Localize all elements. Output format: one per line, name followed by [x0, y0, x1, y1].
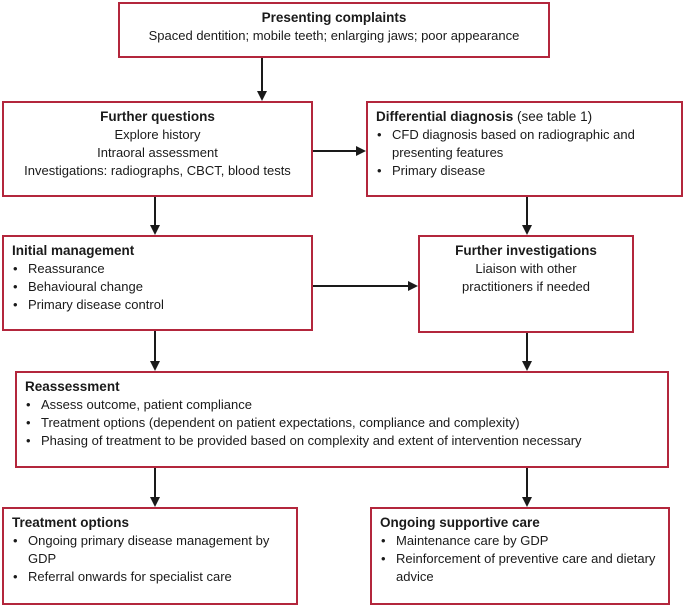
further-questions-title: Further questions [100, 109, 215, 124]
list-item: Assess outcome, patient compliance [25, 396, 659, 414]
initial-management-list: Reassurance Behavioural change Primary d… [12, 260, 303, 314]
further-questions-line: Explore history [114, 127, 201, 142]
list-item: Reassurance [12, 260, 303, 278]
list-item: Phasing of treatment to be provided base… [25, 432, 659, 450]
further-investigations-line: practitioners if needed [462, 279, 590, 294]
treatment-options-list: Ongoing primary disease management by GD… [12, 532, 288, 586]
list-item: Referral onwards for specialist care [12, 568, 288, 586]
list-item: Maintenance care by GDP [380, 532, 660, 550]
further-investigations-line: Liaison with other [475, 261, 577, 276]
initial-management-title: Initial management [12, 243, 135, 258]
further-questions-line: Intraoral assessment [97, 145, 218, 160]
presenting-complaints-text: Spaced dentition; mobile teeth; enlargin… [148, 28, 520, 43]
differential-diagnosis-table-ref: (see table 1) [513, 109, 593, 124]
supportive-care-title: Ongoing supportive care [380, 515, 540, 530]
list-item: Treatment options (dependent on patient … [25, 414, 659, 432]
reassessment-box: Reassessment Assess outcome, patient com… [15, 371, 669, 468]
further-investigations-box: Further investigations Liaison with othe… [418, 235, 634, 333]
supportive-care-list: Maintenance care by GDP Reinforcement of… [380, 532, 660, 586]
presenting-complaints-title: Presenting complaints [261, 10, 407, 25]
differential-diagnosis-list: CFD diagnosis based on radiographic and … [376, 126, 673, 180]
list-item: Reinforcement of preventive care and die… [380, 550, 660, 586]
treatment-options-title: Treatment options [12, 515, 130, 530]
further-questions-line: Investigations: radiographs, CBCT, blood… [24, 163, 291, 178]
initial-management-box: Initial management Reassurance Behaviour… [2, 235, 313, 331]
reassessment-list: Assess outcome, patient compliance Treat… [25, 396, 659, 450]
presenting-complaints-box: Presenting complaints Spaced dentition; … [118, 2, 550, 58]
list-item: Primary disease [376, 162, 673, 180]
list-item: CFD diagnosis based on radiographic and … [376, 126, 673, 162]
list-item: Behavioural change [12, 278, 303, 296]
list-item: Primary disease control [12, 296, 303, 314]
reassessment-title: Reassessment [25, 379, 120, 394]
differential-diagnosis-title: Differential diagnosis (see table 1) [376, 109, 593, 124]
differential-diagnosis-box: Differential diagnosis (see table 1) CFD… [366, 101, 683, 197]
further-investigations-title: Further investigations [455, 243, 597, 258]
supportive-care-box: Ongoing supportive care Maintenance care… [370, 507, 670, 605]
list-item: Ongoing primary disease management by GD… [12, 532, 288, 568]
further-questions-box: Further questions Explore history Intrao… [2, 101, 313, 197]
treatment-options-box: Treatment options Ongoing primary diseas… [2, 507, 298, 605]
